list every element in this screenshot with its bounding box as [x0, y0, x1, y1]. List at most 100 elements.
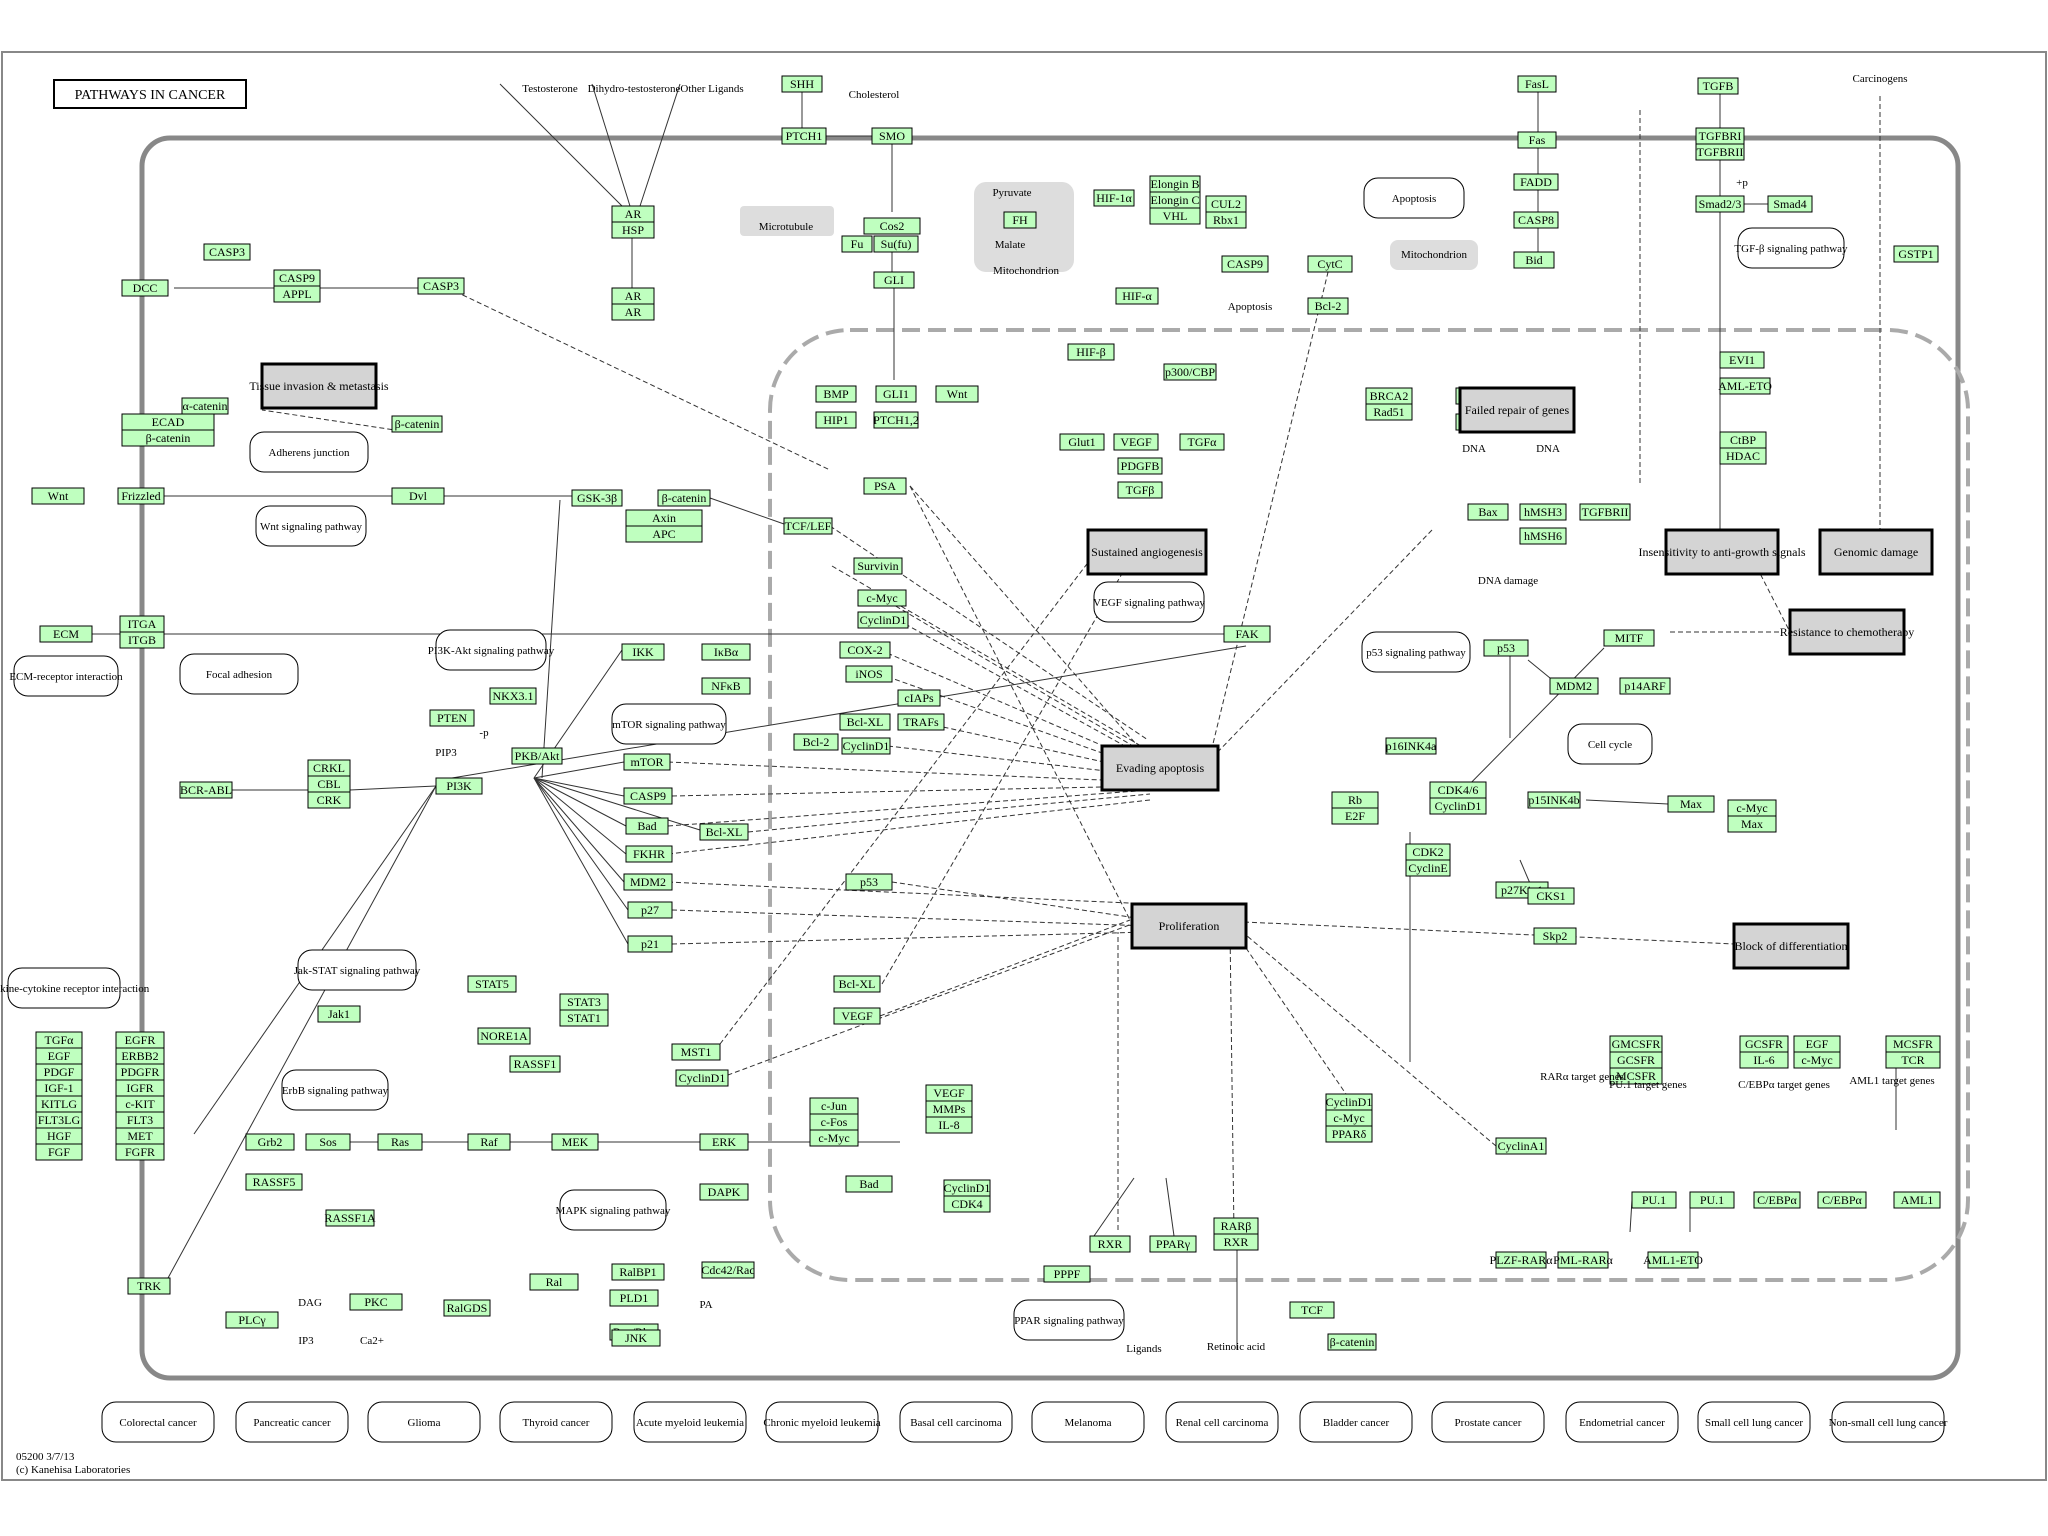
gene-cytc[interactable]: CytC	[1307, 255, 1353, 273]
gene-tgfbrii[interactable]: TGFBRII	[1579, 503, 1631, 521]
gene-mdm2[interactable]: MDM2	[623, 873, 673, 891]
gene-jnk[interactable]: JNK	[611, 1329, 661, 1347]
gene-evi1[interactable]: EVI1	[1719, 351, 1765, 369]
gene-shh[interactable]: SHH	[781, 75, 823, 93]
gene-i-b[interactable]: IκBα	[701, 643, 751, 661]
cancer-acute-myeloid-leukemia[interactable]: Acute myeloid leukemia	[633, 1401, 747, 1443]
gene-casp9[interactable]: CASP9	[1221, 255, 1269, 273]
gene-c-ebp[interactable]: C/EBPα	[1753, 1191, 1801, 1209]
cancer-thyroid-cancer[interactable]: Thyroid cancer	[499, 1401, 613, 1443]
gene-fkhr[interactable]: FKHR	[625, 845, 673, 863]
gene-hif-1[interactable]: HIF-1α	[1093, 189, 1135, 207]
gene-ralgds[interactable]: RalGDS	[443, 1299, 491, 1317]
pathway-link-erbb-signaling-pathway[interactable]: ErbB signaling pathway	[281, 1069, 389, 1111]
gene-bcl-xl[interactable]: Bcl-XL	[839, 713, 891, 731]
pathway-link-tgf-signaling-pathway[interactable]: TGF-β signaling pathway	[1734, 227, 1848, 269]
gene-bcl-2[interactable]: Bcl-2	[793, 733, 839, 751]
gene-grb2[interactable]: Grb2	[245, 1133, 295, 1151]
gene-erk[interactable]: ERK	[699, 1133, 749, 1151]
pathway-link-p53-signaling-pathway[interactable]: p53 signaling pathway	[1361, 631, 1471, 673]
gene-ptch1[interactable]: PTCH1	[781, 127, 827, 145]
gene-cks1[interactable]: CKS1	[1527, 887, 1575, 905]
cancer-chronic-myeloid-leukemia[interactable]: Chronic myeloid leukemia	[763, 1401, 881, 1443]
pathway-link-jak-stat-signaling-pathway[interactable]: Jak-STAT signaling pathway	[294, 949, 421, 991]
gene-pten[interactable]: PTEN	[429, 709, 475, 727]
process-insensitivity-to-anti-growth-signals[interactable]: Insensitivity to anti-growth signals	[1639, 528, 1806, 576]
cancer-colorectal-cancer[interactable]: Colorectal cancer	[101, 1401, 215, 1443]
gene-max[interactable]: Max	[1667, 795, 1715, 813]
cancer-glioma[interactable]: Glioma	[367, 1401, 481, 1443]
gene-p21[interactable]: p21	[627, 935, 673, 953]
cancer-small-cell-lung-cancer[interactable]: Small cell lung cancer	[1697, 1401, 1811, 1443]
process-proliferation[interactable]: Proliferation	[1130, 902, 1248, 950]
gene-pml-rar[interactable]: PML-RARα	[1553, 1251, 1614, 1269]
gene-tcf-lef[interactable]: TCF/LEF	[783, 517, 833, 535]
pathway-link-ppar-signaling-pathway[interactable]: PPAR signaling pathway	[1013, 1299, 1125, 1341]
cancer-non-small-cell-lung-cancer[interactable]: Non-small cell lung cancer	[1829, 1401, 1948, 1443]
gene-casp3[interactable]: CASP3	[417, 277, 465, 295]
gene-su-fu[interactable]: Su(fu)	[873, 235, 919, 253]
gene-mst1[interactable]: MST1	[671, 1043, 721, 1061]
gene-c-myc[interactable]: c-Myc	[857, 589, 907, 607]
gene-sos[interactable]: Sos	[305, 1133, 351, 1151]
gene-aml1[interactable]: AML1	[1893, 1191, 1941, 1209]
gene-cyclind1[interactable]: CyclinD1	[857, 611, 909, 629]
gene-fu[interactable]: Fu	[841, 235, 873, 253]
gene-pppf[interactable]: PPPF	[1043, 1265, 1091, 1283]
gene-casp9[interactable]: CASP9	[623, 787, 673, 805]
gene-pdgfb[interactable]: PDGFB	[1117, 457, 1163, 475]
gene-mek[interactable]: MEK	[551, 1133, 599, 1151]
gene-wnt[interactable]: Wnt	[935, 385, 979, 403]
gene-bcl-2[interactable]: Bcl-2	[1307, 297, 1349, 315]
gene-pu-1[interactable]: PU.1	[1631, 1191, 1677, 1209]
gene-p53[interactable]: p53	[1483, 639, 1529, 657]
gene-p14arf[interactable]: p14ARF	[1619, 677, 1671, 695]
gene-fh[interactable]: FH	[1003, 211, 1037, 229]
gene-nf-b[interactable]: NFκB	[701, 677, 751, 695]
pathway-link-mtor-signaling-pathway[interactable]: mTOR signaling pathway	[611, 703, 727, 745]
gene-p53[interactable]: p53	[845, 873, 893, 891]
gene-ecm[interactable]: ECM	[39, 625, 93, 643]
pathway-link-focal-adhesion[interactable]: Focal adhesion	[179, 653, 299, 695]
process-genomic-damage[interactable]: Genomic damage	[1818, 528, 1934, 576]
gene-hif[interactable]: HIF-β	[1067, 343, 1115, 361]
gene-wnt[interactable]: Wnt	[31, 487, 85, 505]
process-resistance-to-chemotherapy[interactable]: Resistance to chemotherapy	[1780, 608, 1915, 656]
pathway-link-adherens-junction[interactable]: Adherens junction	[249, 431, 369, 473]
gene-trk[interactable]: TRK	[127, 1277, 171, 1295]
gene-catenin[interactable]: β-catenin	[1327, 1333, 1377, 1351]
gene-cyclina1[interactable]: CyclinA1	[1495, 1137, 1547, 1155]
process-evading-apoptosis[interactable]: Evading apoptosis	[1100, 744, 1220, 792]
gene-inos[interactable]: iNOS	[845, 665, 893, 683]
gene-pld1[interactable]: PLD1	[609, 1289, 659, 1307]
gene-rxr[interactable]: RXR	[1089, 1235, 1131, 1253]
gene-fasl[interactable]: FasL	[1517, 75, 1557, 93]
gene-survivin[interactable]: Survivin	[853, 557, 903, 575]
gene-rassf1[interactable]: RASSF1	[509, 1055, 561, 1073]
process-sustained-angiogenesis[interactable]: Sustained angiogenesis	[1086, 528, 1208, 576]
gene-p16ink4a[interactable]: p16INK4a	[1385, 737, 1437, 755]
gene-hif[interactable]: HIF-α	[1115, 287, 1159, 305]
gene-pkb-akt[interactable]: PKB/Akt	[511, 747, 563, 765]
gene-smad4[interactable]: Smad4	[1767, 195, 1813, 213]
pathway-link-cell-cycle[interactable]: Cell cycle	[1567, 723, 1653, 765]
gene-casp8[interactable]: CASP8	[1513, 211, 1559, 229]
gene-catenin[interactable]: α-catenin	[181, 397, 229, 415]
